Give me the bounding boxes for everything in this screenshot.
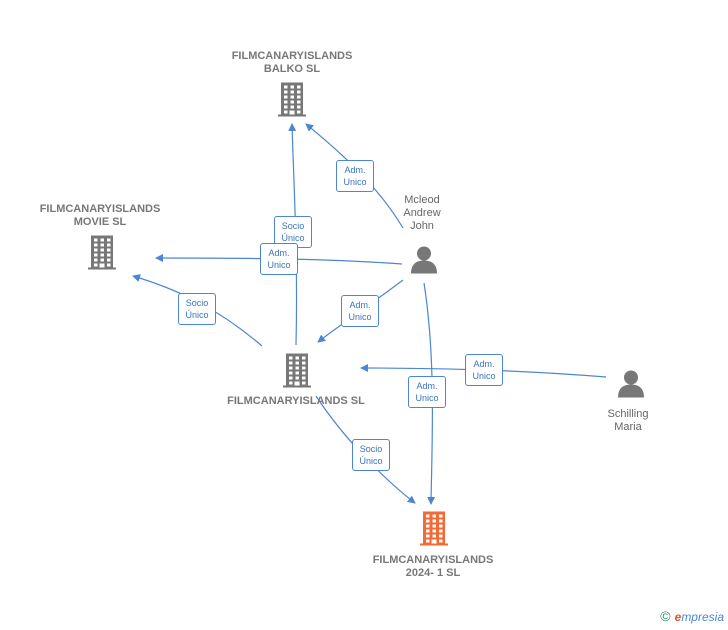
node-label-mcleod[interactable]: Mcleod Andrew John xyxy=(403,194,441,232)
edge-label-filmsl-to-main: Socio Único xyxy=(352,439,390,471)
brand-name: mpresia xyxy=(681,610,724,624)
edge-label-filmsl-to-movie: Socio Único xyxy=(178,293,216,325)
node-label-movie[interactable]: FILMCANARYISLANDS MOVIE SL xyxy=(39,203,161,228)
building-icon[interactable] xyxy=(277,81,307,122)
node-label-filmsl[interactable]: FILMCANARYISLANDS SL xyxy=(227,395,365,407)
building-icon[interactable] xyxy=(282,352,312,393)
building-icon[interactable] xyxy=(87,234,117,275)
edge-label-mcleod-to-filmsl: Adm. Unico xyxy=(341,295,379,327)
edge-label-mcleod-to-main: Adm. Unico xyxy=(408,376,446,408)
edge-label-mcleod-to-movie: Adm. Unico xyxy=(260,243,298,275)
person-icon[interactable] xyxy=(616,369,646,404)
node-label-main[interactable]: FILMCANARYISLANDS 2024- 1 SL xyxy=(372,554,494,579)
node-label-balko[interactable]: FILMCANARYISLANDS BALKO SL xyxy=(231,50,353,75)
node-label-schilling[interactable]: Schilling Maria xyxy=(607,408,649,433)
person-icon[interactable] xyxy=(409,245,439,280)
edge-label-mcleod-to-balko: Adm. Unico xyxy=(336,160,374,192)
copyright-icon: © xyxy=(660,608,671,624)
brand-footer: ©empresia xyxy=(660,608,724,624)
brand-e: e xyxy=(674,610,682,624)
edge-label-schilling-to-filmsl: Adm. Unico xyxy=(465,354,503,386)
building-icon[interactable] xyxy=(419,510,449,551)
